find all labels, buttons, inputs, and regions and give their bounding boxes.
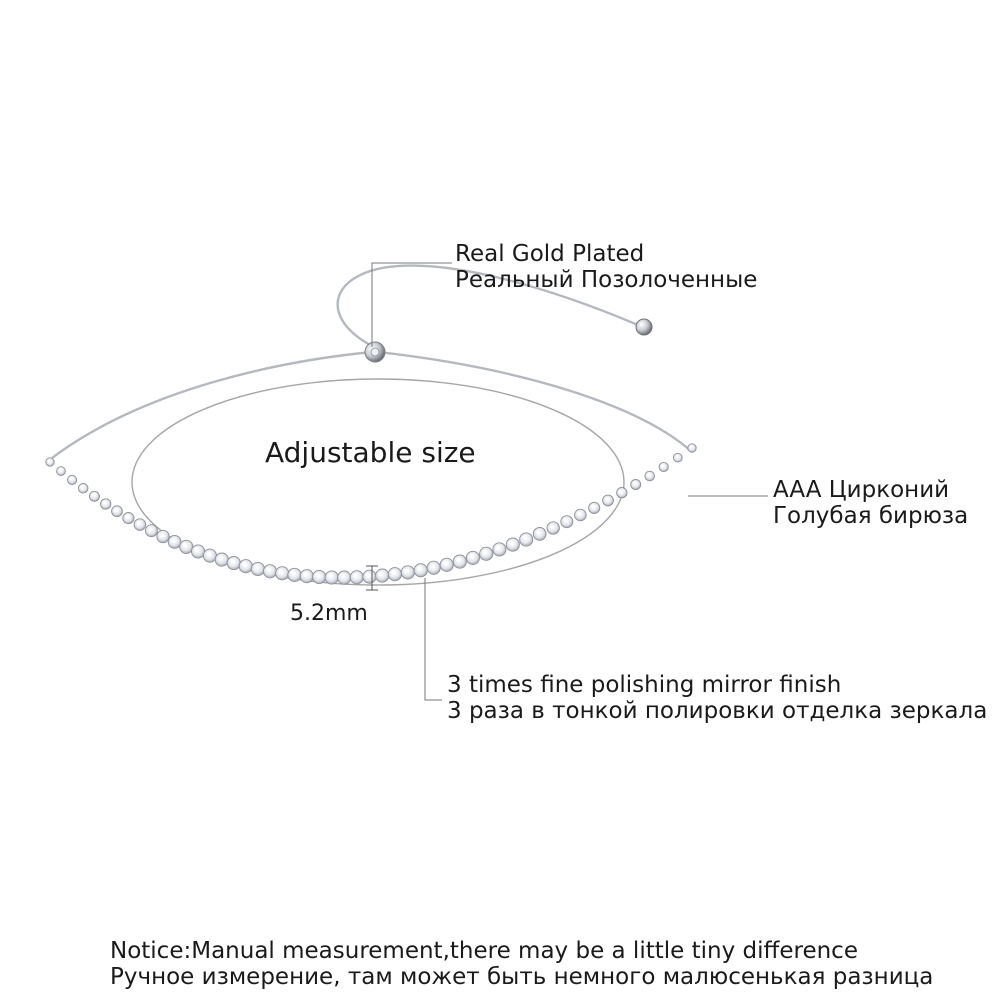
- zircon-stone-highlight: [194, 547, 200, 553]
- zircon-stone-highlight: [522, 535, 528, 541]
- chain-adjust-loop: [336, 264, 639, 348]
- zircon-stone-highlight: [303, 572, 308, 577]
- adjustable-size-oval: [131, 378, 625, 586]
- zircon-stone-highlight: [47, 459, 51, 463]
- zircon-stone-highlight: [675, 455, 679, 459]
- zircon-stone-highlight: [549, 524, 555, 529]
- adjustable-size-label: Adjustable size: [265, 436, 476, 469]
- zircon-stone-highlight: [290, 571, 296, 576]
- zircon-stone-highlight: [365, 572, 371, 578]
- zircon-stone-highlight: [171, 538, 176, 543]
- notice-en: Notice:Manual measurement,there may be a…: [110, 938, 858, 964]
- zircon-stone-highlight: [456, 557, 461, 563]
- zircon-stone-highlight: [230, 559, 235, 564]
- width-marker: [366, 565, 378, 591]
- notice-text: Notice:Manual measurement,there may be a…: [110, 938, 933, 991]
- gold-plated-ru: Реальный Позолоченные: [455, 267, 758, 294]
- zircon-stone-highlight: [69, 477, 73, 481]
- zircon-stone-highlight: [509, 540, 514, 546]
- zircon-stone-highlight: [80, 485, 85, 489]
- zircon-stone-band: [45, 443, 697, 585]
- zircon-stone-highlight: [148, 527, 153, 532]
- zircon-stone-highlight: [591, 504, 596, 509]
- zircon-line2: Голубая бирюза: [773, 503, 969, 530]
- zircon-stone-highlight: [206, 551, 211, 557]
- zircon-stone-highlight: [482, 549, 488, 555]
- zircon-stone-highlight: [378, 571, 384, 577]
- zircon-stone-highlight: [605, 497, 609, 502]
- callout-line-gold: [371, 262, 452, 347]
- polishing-en: 3 times fine polishing mirror finish: [447, 672, 842, 698]
- zircon-stone-highlight: [102, 500, 107, 505]
- chain-end-ball: [635, 318, 653, 336]
- zircon-stone-highlight: [91, 493, 96, 497]
- zircon-stone-highlight: [328, 573, 333, 579]
- callout-line-polish: [424, 578, 442, 701]
- zircon-stone-highlight: [125, 514, 130, 519]
- zircon-stone-highlight: [315, 573, 321, 578]
- zircon-stone-highlight: [536, 530, 541, 535]
- zircon-stone-highlight: [242, 562, 247, 567]
- notice-ru: Ручное измерение, там может быть немного…: [110, 964, 934, 991]
- zircon-stone-highlight: [577, 511, 582, 516]
- chain-left-to-slider: [51, 350, 373, 459]
- zircon-stone-highlight: [443, 560, 448, 566]
- zircon-stone-highlight: [136, 521, 141, 526]
- gold-plated-en: Real Gold Plated: [455, 241, 645, 267]
- zircon-stone-highlight: [417, 566, 422, 571]
- zircon-stone-highlight: [391, 570, 396, 575]
- zircon-stone-highlight: [340, 573, 346, 579]
- zircon-stone-highlight: [647, 473, 651, 477]
- chain-slider-to-right: [377, 350, 693, 453]
- zircon-stone-highlight: [430, 563, 435, 569]
- zircon-stone-highlight: [619, 489, 623, 494]
- zircon-line1: AAA Цирконий: [773, 477, 950, 503]
- zircon-stone-highlight: [661, 464, 665, 468]
- zircon-stone-highlight: [218, 555, 223, 561]
- polishing-label: 3 times fine polishing mirror finish 3 р…: [447, 672, 987, 725]
- zircon-stone-highlight: [278, 569, 284, 574]
- zircon-stone-highlight: [495, 545, 501, 551]
- zircon-stone-highlight: [114, 508, 118, 512]
- zircon-label: AAA Цирконий Голубая бирюза: [773, 477, 968, 530]
- zircon-stone-highlight: [689, 445, 693, 449]
- zircon-stone-highlight: [266, 567, 272, 572]
- zircon-stone-highlight: [182, 542, 188, 548]
- zircon-stone-highlight: [58, 468, 62, 472]
- zircon-stone-highlight: [159, 532, 164, 538]
- width-label: 5.2mm: [290, 601, 368, 626]
- zircon-stone-highlight: [563, 518, 568, 523]
- zircon-stone-highlight: [633, 481, 637, 485]
- zircon-stone-highlight: [469, 553, 474, 559]
- gold-plated-label: Real Gold Plated Реальный Позолоченные: [455, 241, 757, 294]
- zircon-stone-highlight: [404, 568, 409, 574]
- zircon-stone-highlight: [254, 565, 259, 570]
- polishing-ru: 3 раза в тонкой полировки отделка зеркал…: [447, 698, 988, 725]
- zircon-stone-highlight: [353, 573, 358, 578]
